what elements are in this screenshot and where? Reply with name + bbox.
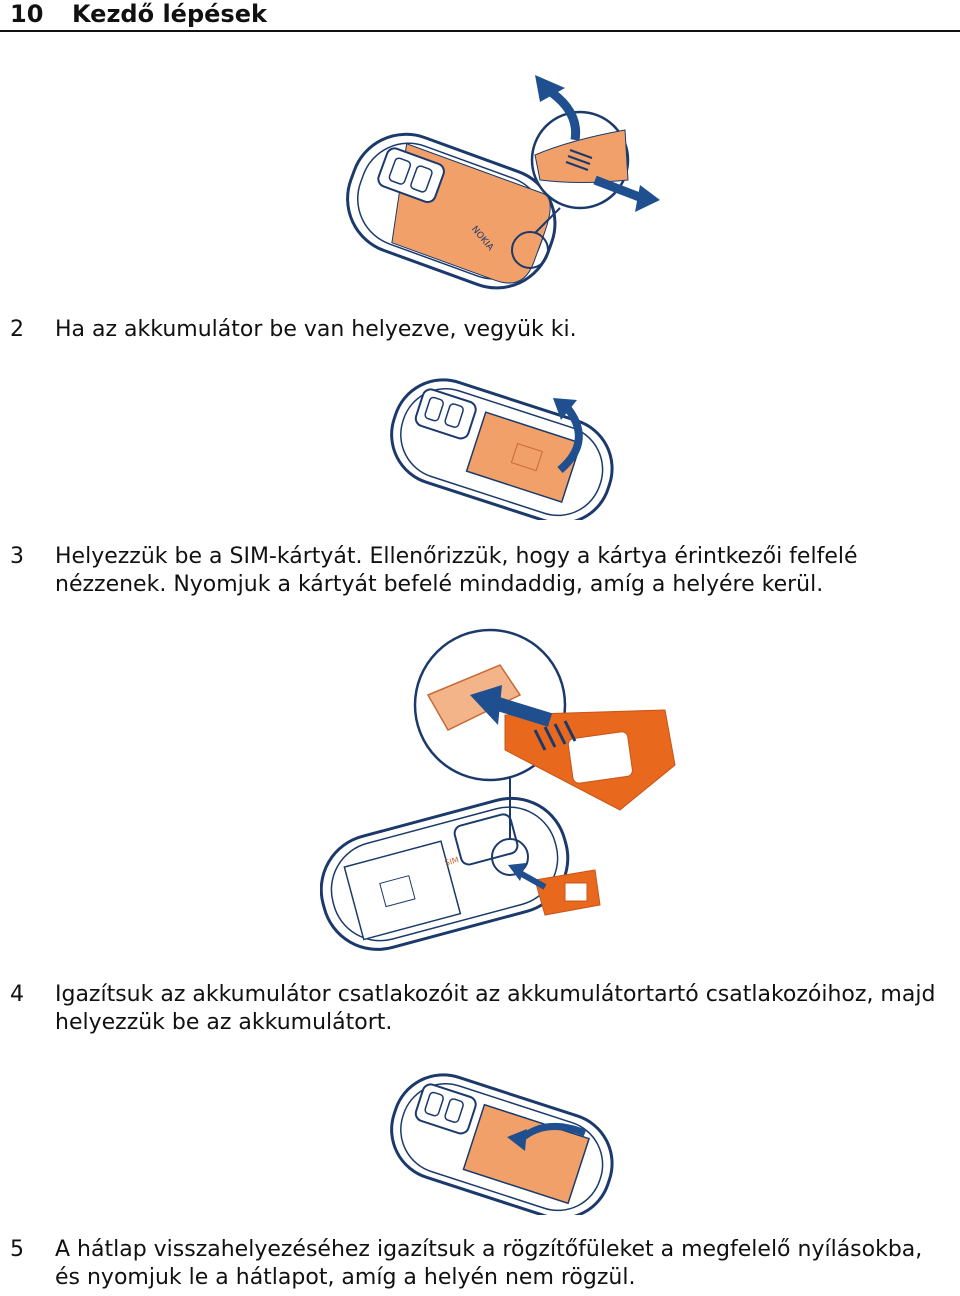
step-text: Igazítsuk az akkumulátor csatlakozóit az… [55,982,936,1035]
illustration-insert-battery [385,1055,625,1220]
section-title: Kezdő lépések [72,0,267,28]
step-number: 5 [10,1237,24,1262]
illustration-remove-battery [385,360,625,525]
step-number: 3 [10,544,24,569]
step-text: Helyezzük be a SIM-kártyát. Ellenőrizzük… [55,544,858,597]
illustration-insert-sim: SIM [319,625,690,955]
page-header: 10 Kezdő lépések [0,0,960,32]
step-text: A hátlap visszahelyezéséhez igazítsuk a … [55,1237,923,1290]
illustration-remove-back-cover: NOKIA [330,70,670,290]
sim-slot-label: SIM [444,855,460,867]
step-number: 4 [10,982,24,1007]
step-text: Ha az akkumulátor be van helyezve, vegyü… [55,317,577,342]
page-number: 10 [10,0,44,28]
step-number: 2 [10,317,24,342]
